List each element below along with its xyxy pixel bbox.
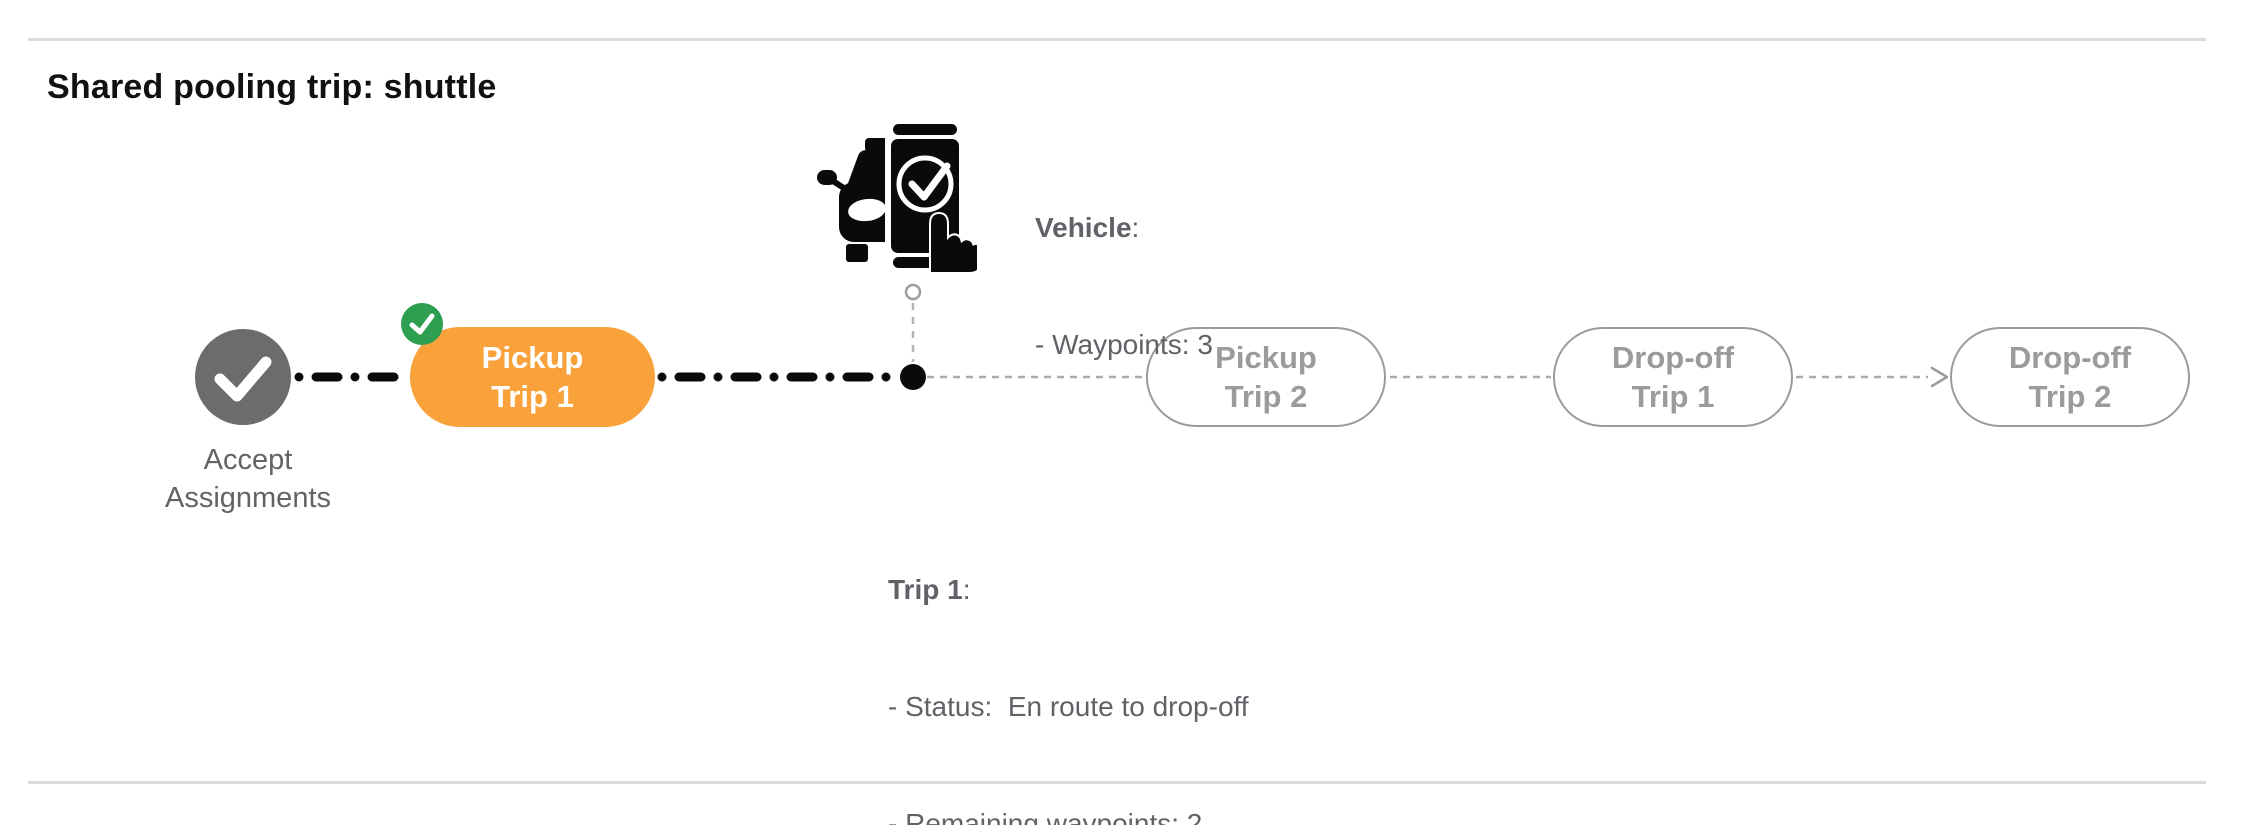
current-position-dot-icon <box>900 364 926 390</box>
node-label-line1: Drop-off <box>1611 340 1735 375</box>
car-phone-check-icon <box>817 120 977 274</box>
node-label-line1: Pickup <box>1215 340 1317 375</box>
top-divider <box>28 38 2206 41</box>
node-pickup-trip-1[interactable]: Pickup Trip 1 <box>410 327 655 427</box>
node-drop-off-trip-1[interactable]: Drop-off Trip 1 <box>1553 327 1793 427</box>
node-label-line2: Trip 1 <box>1631 379 1715 414</box>
page-title: Shared pooling trip: shuttle <box>47 68 497 106</box>
node-label-line1: Pickup <box>481 340 584 375</box>
accept-assignments-label-line1: Accept <box>203 444 293 476</box>
trip-1-name: Trip 1 <box>888 574 963 605</box>
route-arrow-head <box>1930 366 1949 388</box>
green-check-badge-icon <box>401 303 443 345</box>
node-drop-off-trip-2[interactable]: Drop-off Trip 2 <box>1950 327 2190 427</box>
node-accept-assignments[interactable] <box>193 327 293 427</box>
accept-assignments-label-line2: Assignments <box>164 482 331 514</box>
node-label-line2: Trip 2 <box>2028 379 2112 414</box>
node-label-line1: Drop-off <box>2008 340 2132 375</box>
trip-1-status-line: - Status: En route to drop-off <box>888 691 1249 722</box>
node-label-line2: Trip 2 <box>1224 379 1308 414</box>
vehicle-leader-dot-icon <box>904 283 922 301</box>
vehicle-label: Vehicle <box>1035 212 1132 243</box>
trip-1-heading: Trip 1: <box>888 574 971 605</box>
trip-details: Trip 1: - Status: En route to drop-off -… <box>888 492 1249 825</box>
vehicle-info: Vehicle: - Waypoints: 3 <box>1035 130 1213 442</box>
accept-assignments-label: Accept Assignments <box>118 441 378 517</box>
trip-1-waypoints-line: - Remaining waypoints: 2 <box>888 808 1203 825</box>
vehicle-info-heading: Vehicle: <box>1035 212 1140 243</box>
vehicle-waypoints-line: - Waypoints: 3 <box>1035 329 1213 360</box>
bottom-divider <box>28 781 2206 784</box>
check-circle-icon <box>195 329 291 425</box>
node-label-line2: Trip 1 <box>491 379 574 414</box>
node-pickup-trip-2[interactable]: Pickup Trip 2 <box>1146 327 1386 427</box>
